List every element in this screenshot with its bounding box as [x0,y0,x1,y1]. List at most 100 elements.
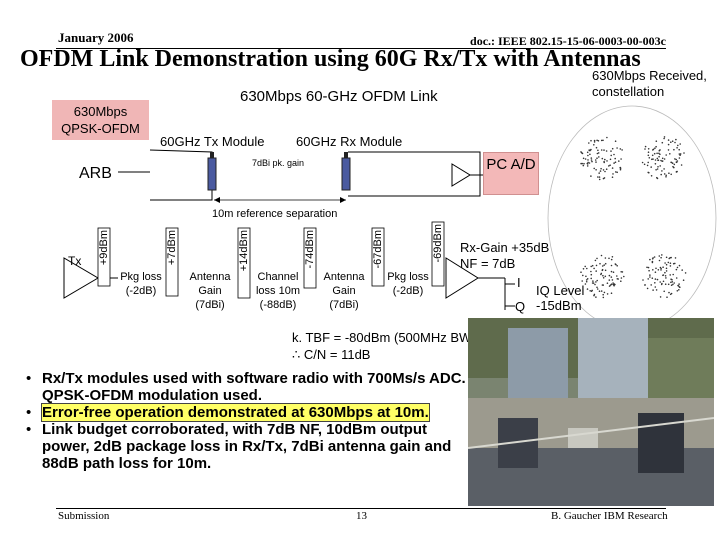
constellation-point [590,277,592,280]
constellation-point [670,281,672,284]
pc-ad-box: PC A/D [483,152,539,195]
constellation-point [655,289,658,291]
constellation-point [598,172,600,174]
constellation-point [589,153,591,156]
constellation-point [600,272,603,275]
constellation-point [647,161,649,164]
constellation-point [609,158,612,161]
constellation-point [654,147,656,149]
constellation-point [614,283,616,286]
constellation-point [610,270,613,273]
constellation-point [600,290,603,292]
constellation-point [661,157,664,160]
constellation-point [661,160,663,162]
constellation-point [678,148,680,151]
constellation-point [652,289,654,291]
constellation-point [586,163,589,165]
constellation-point [596,139,598,142]
constellation-point [651,258,654,260]
constellation-point [652,269,654,271]
constellation-point [597,176,599,178]
constellation-point [669,265,672,267]
constellation-point [604,170,606,173]
constellation-point [667,283,670,286]
cn-label: ∴ C/N = 11dB [292,347,371,362]
constellation-point [659,281,661,283]
constellation-point [663,136,666,138]
constellation-point [675,158,677,161]
constellation-point [665,154,667,156]
constellation-point [613,153,615,156]
constellation-point [611,147,614,150]
arb-label: ARB [79,165,112,182]
constellation-point [682,279,685,281]
constellation-point [603,149,605,151]
constellation-point [590,175,592,177]
constellation-point [654,163,657,165]
constellation-point [665,270,668,272]
constellation-point [586,267,588,270]
constellation-point [663,290,665,293]
constellation-point [659,153,661,156]
constellation-point [653,152,656,155]
constellation-point [606,136,608,139]
constellation-point [602,139,604,142]
constellation-point [677,144,679,147]
constellation-point [654,286,657,288]
lab-setup-photo [468,318,714,506]
constellation-point [678,157,681,159]
constellation-point [611,256,614,258]
constellation-point [650,175,653,177]
constellation-point [658,259,661,262]
constellation-point [620,271,622,273]
constellation-point [678,153,681,155]
constellation-point [672,262,675,265]
constellation-point [651,260,654,263]
constellation-point [676,147,678,149]
constellation-point [657,269,660,271]
constellation-point [585,280,588,283]
constellation-point [590,139,592,142]
ktbf-label: k. TBF = -80dBm (500MHz BW) [292,330,476,345]
qpsk-ofdm-box: 630Mbps QPSK-OFDM [52,100,149,140]
constellation-point [660,256,662,259]
constellation-point [658,152,660,155]
constellation-point [595,296,597,298]
pkg-loss-tx: Pkg loss (-2dB) [120,271,162,297]
constellation-point [600,254,603,257]
constellation-point [582,157,585,160]
page-number: 13 [356,510,367,522]
constellation-point [655,267,657,270]
header-rule [56,48,666,49]
level-tx-out: +9dBm [98,230,110,266]
constellation-point [669,262,672,264]
constellation-point [594,159,597,161]
constellation-point [665,277,667,279]
constellation-point [675,138,677,141]
link-subtitle: 630Mbps 60-GHz OFDM Link [240,88,438,105]
constellation-point [673,282,675,284]
constellation-point [599,170,602,172]
constellation-point [664,262,666,264]
constellation-point [598,156,600,158]
constellation-point [581,280,583,282]
constellation-point [603,177,606,179]
constellation-point [646,164,649,167]
level-after-rx-antenna: -67dBm [372,230,384,269]
constellation-point [596,279,598,282]
constellation-point [611,167,614,169]
constellation-point [587,159,589,161]
constellation-point [612,282,614,284]
constellation-point [601,284,604,286]
constellation-point [600,149,603,151]
constellation-point [596,286,598,289]
constellation-point [647,154,650,157]
constellation-point [604,158,606,161]
iq-level-label: IQ Level -15dBm [536,283,585,313]
constellation-point [663,158,666,160]
constellation-point [617,278,619,280]
constellation-point [616,265,618,267]
constellation-point [666,296,668,298]
footer-submission: Submission [58,510,110,522]
constellation-point [604,257,607,259]
